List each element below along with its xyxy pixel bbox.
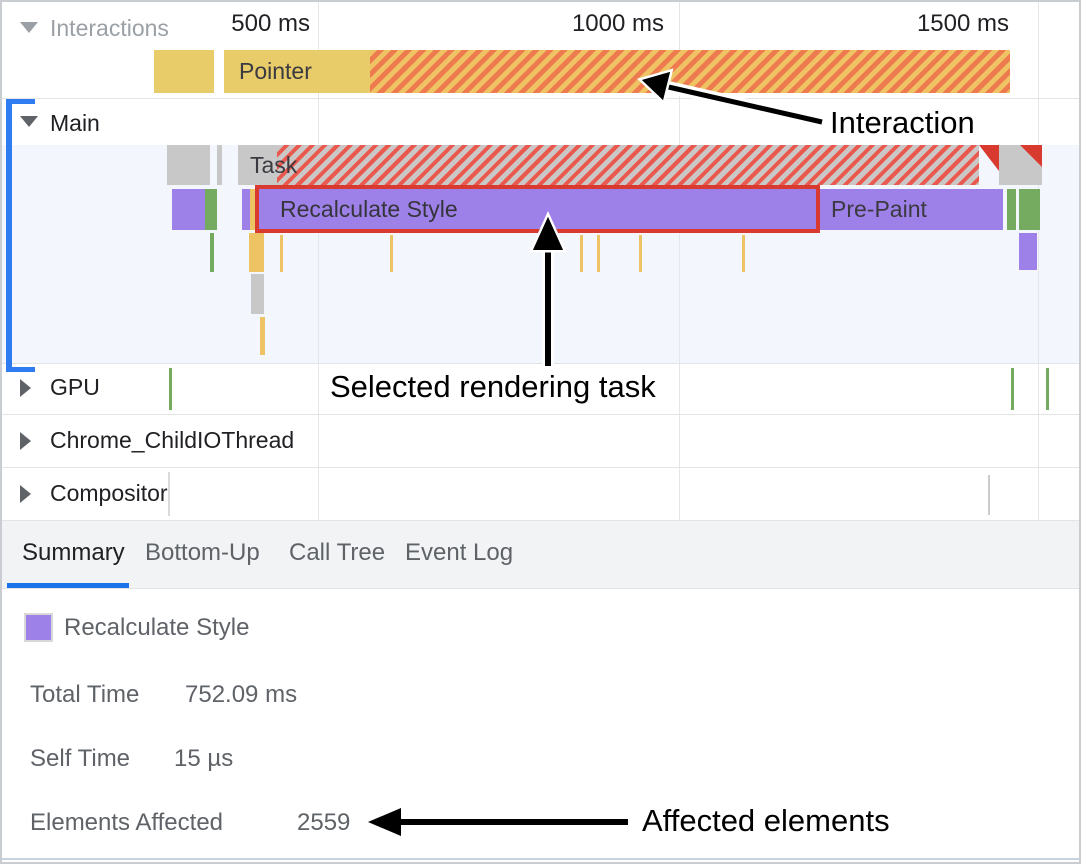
- annotation-affected-elements: Affected elements: [642, 803, 890, 838]
- compositor-event-tick[interactable]: [168, 472, 170, 516]
- summary-title: Recalculate Style: [64, 614, 250, 641]
- flame-event-tick[interactable]: [210, 233, 214, 272]
- flame-style-block[interactable]: [172, 189, 205, 230]
- pointer-interaction-hatched-region: [370, 50, 1010, 93]
- gridline-1000ms: [679, 2, 680, 520]
- flame-event-tick[interactable]: [390, 235, 393, 272]
- flame-event-tick[interactable]: [260, 317, 265, 355]
- tab-bottom-up[interactable]: Bottom-Up: [145, 539, 260, 566]
- selected-tab-underline: [7, 583, 129, 588]
- flame-event-block[interactable]: [249, 233, 264, 272]
- interaction-whisker-bar[interactable]: [154, 50, 214, 93]
- track-label-main[interactable]: Main: [50, 110, 100, 136]
- pointer-interaction-bar[interactable]: Pointer: [224, 50, 1010, 93]
- flame-script-sliver[interactable]: [250, 189, 256, 230]
- summary-row-value: 15 µs: [174, 745, 234, 772]
- summary-row-label: Total Time: [30, 681, 140, 708]
- flame-event-tick[interactable]: [597, 235, 600, 272]
- selected-recalculate-style-bar[interactable]: Recalculate Style: [255, 185, 820, 233]
- flame-event-tick[interactable]: [742, 235, 745, 272]
- pre-paint-bar-label: Pre-Paint: [831, 196, 927, 222]
- track-label-compositor[interactable]: Compositor: [50, 480, 168, 506]
- ruler-tick-1000ms: 1000 ms: [571, 10, 664, 37]
- category-color-swatch: [24, 613, 53, 642]
- track-label-interactions[interactable]: Interactions: [50, 15, 169, 41]
- flame-paint-block[interactable]: [205, 189, 217, 230]
- track-label-childio[interactable]: Chrome_ChildIOThread: [50, 427, 295, 453]
- gpu-expand-icon[interactable]: [20, 379, 31, 397]
- pointer-bar-label: Pointer: [239, 58, 312, 84]
- main-collapse-icon[interactable]: [20, 116, 38, 127]
- pre-paint-bar[interactable]: Pre-Paint: [817, 189, 1003, 230]
- flame-task-block[interactable]: [167, 145, 210, 185]
- gpu-event-tick[interactable]: [169, 368, 172, 410]
- flame-nested-block[interactable]: [251, 274, 264, 314]
- gridline-1500ms: [1038, 2, 1039, 520]
- flame-style-block-right[interactable]: [1019, 233, 1037, 270]
- gpu-event-tick[interactable]: [1046, 368, 1049, 410]
- summary-row-value: 2559: [297, 809, 351, 836]
- flame-event-tick[interactable]: [580, 235, 583, 272]
- ruler-tick-1500ms: 1500 ms: [916, 10, 1009, 37]
- compositor-event-tick[interactable]: [988, 475, 990, 515]
- details-tab-strip: Summary Bottom-Up Call Tree Event Log: [2, 521, 1079, 589]
- flame-task-bar[interactable]: Task: [238, 145, 979, 185]
- track-label-gpu[interactable]: GPU: [50, 374, 100, 400]
- interactions-collapse-icon[interactable]: [20, 22, 38, 33]
- flame-event-tick[interactable]: [547, 235, 550, 272]
- task-bar-label: Task: [250, 152, 298, 178]
- flame-task-sliver[interactable]: [217, 145, 222, 185]
- summary-row-label: Self Time: [30, 745, 131, 772]
- flame-paint-block-right[interactable]: [1019, 189, 1040, 230]
- summary-row-value: 752.09 ms: [185, 681, 298, 708]
- flame-event-tick[interactable]: [639, 235, 642, 272]
- tab-summary[interactable]: Summary: [22, 539, 125, 566]
- flame-event-tick[interactable]: [280, 235, 283, 272]
- bottom-edge: [2, 858, 1079, 860]
- annotation-interaction: Interaction: [830, 105, 975, 140]
- summary-row-label: Elements Affected: [30, 809, 224, 836]
- flame-style-sliver[interactable]: [242, 189, 250, 230]
- gpu-event-tick[interactable]: [1011, 368, 1014, 410]
- flame-paint-sliver[interactable]: [1007, 189, 1016, 230]
- tab-call-tree[interactable]: Call Tree: [289, 539, 386, 566]
- task-long-task-hatched-region: [277, 145, 979, 185]
- main-track-selection-bracket: [6, 99, 35, 372]
- ruler-tick-500ms: 500 ms: [231, 10, 310, 37]
- compositor-expand-icon[interactable]: [20, 485, 31, 503]
- gridline-500ms: [318, 2, 319, 520]
- tab-event-log[interactable]: Event Log: [405, 539, 514, 566]
- childio-expand-icon[interactable]: [20, 432, 31, 450]
- annotation-selected-task: Selected rendering task: [330, 369, 656, 404]
